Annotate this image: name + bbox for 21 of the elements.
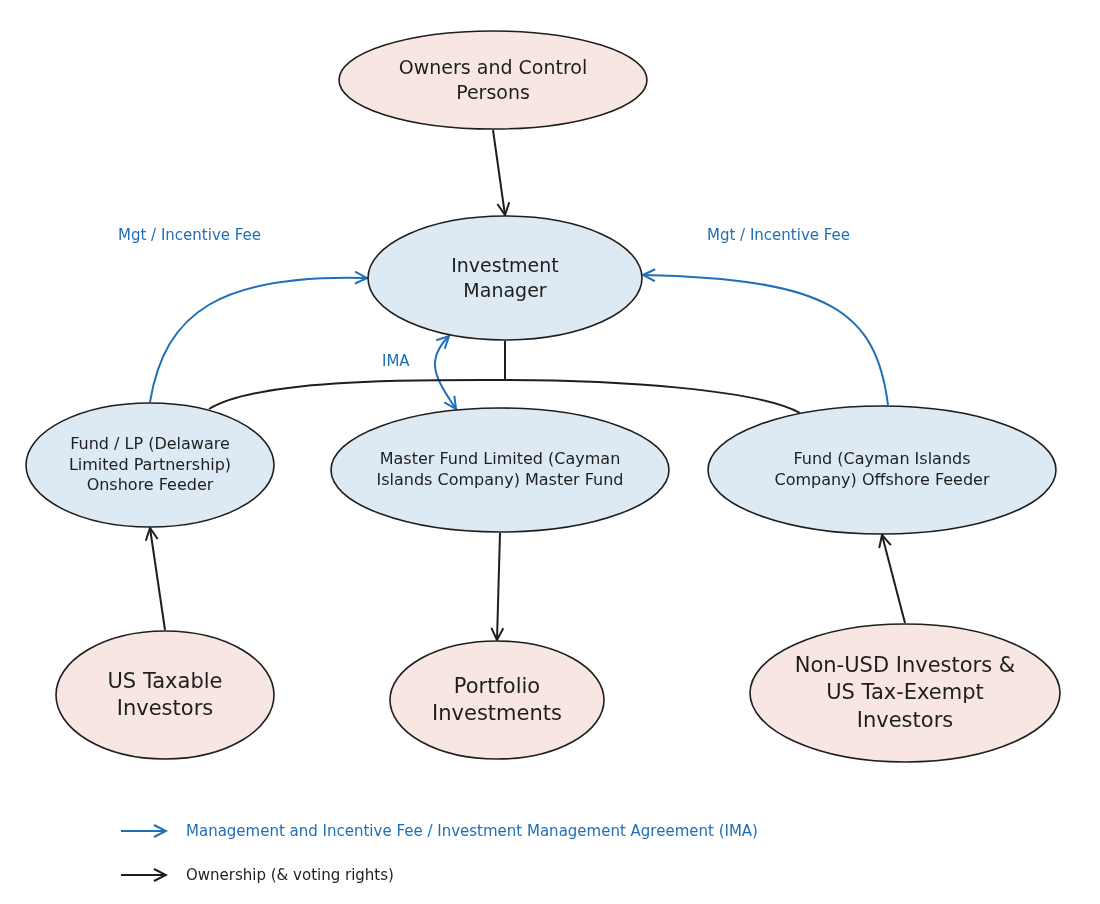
node-label: Portfolio Investments — [431, 672, 563, 727]
node-label: US Taxable Investors — [106, 667, 224, 722]
arrow — [878, 534, 906, 624]
arrow — [149, 270, 368, 403]
node-label: Fund / LP (Delaware Limited Partnership) Onshore Feeder — [67, 433, 233, 497]
edge-label: Mgt / Incentive Fee — [118, 226, 262, 244]
node-label: Investment Manager — [450, 253, 560, 303]
node-label: Non-USD Investors & US Tax-Exempt Investors — [793, 652, 1017, 734]
arrow — [433, 335, 457, 410]
node-label: Master Fund Limited (Cayman Islands Company) Master Fund — [375, 449, 625, 491]
connector-line — [504, 340, 801, 414]
node-label: Fund (Cayman Islands Company) Offshore Feeder — [773, 449, 991, 491]
legend-label: Ownership (& voting rights) — [186, 866, 394, 884]
edge-label: Mgt / Incentive Fee — [707, 226, 851, 244]
edge-label: IMA — [382, 352, 410, 370]
legend-label: Management and Incentive Fee / Investment Management Agreement (IMA) — [186, 822, 758, 840]
arrow — [492, 129, 511, 216]
arrow — [490, 532, 505, 641]
arrow — [642, 268, 889, 406]
node-label: Owners and Control Persons — [398, 55, 588, 105]
arrow — [144, 527, 166, 631]
